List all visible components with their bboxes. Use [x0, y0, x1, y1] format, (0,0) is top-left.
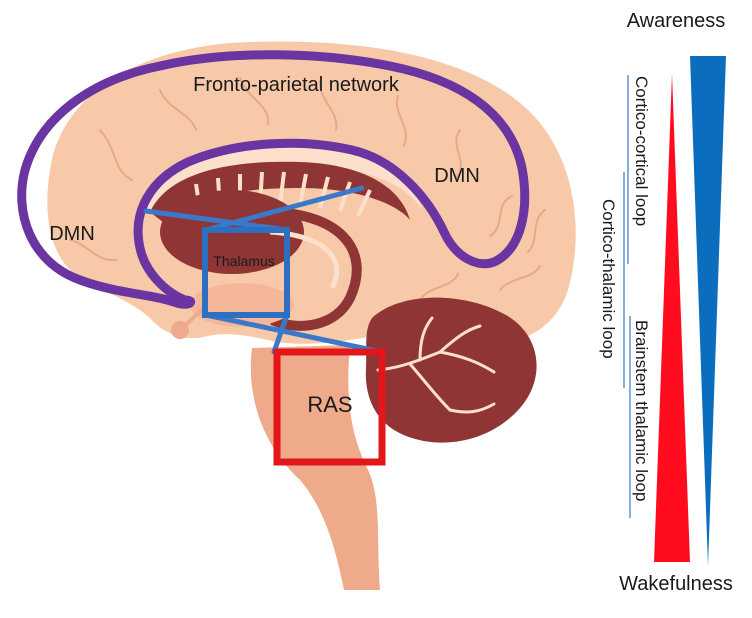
cerebrum	[47, 41, 576, 345]
cerebellum	[365, 297, 537, 443]
awareness-label: Awareness	[627, 10, 726, 32]
wakefulness-label: Wakefulness	[619, 573, 733, 595]
thalamus-box	[202, 227, 290, 318]
connection-ras	[203, 312, 385, 355]
ras-label: RAS	[307, 392, 352, 417]
frontoparietal-label: Fronto-parietal network	[193, 74, 400, 96]
cortico-cortical-label: Cortico-cortical loop	[632, 76, 651, 226]
dmn-front-label: DMN	[49, 223, 95, 245]
arbor-vitae	[376, 316, 496, 414]
wakefulness-wedge	[654, 74, 690, 562]
awareness-wedge	[690, 56, 726, 566]
fornix	[257, 206, 362, 331]
network-outline	[17, 50, 530, 309]
connection-dmn-front	[143, 208, 290, 233]
thalamic-connections	[143, 185, 385, 355]
connection-dmn-back	[203, 185, 365, 233]
corpus-callosum	[150, 161, 410, 226]
ras-box	[273, 348, 386, 466]
cortico-thalamic-label: Cortico-thalamic loop	[599, 199, 618, 359]
consciousness-scale: Awareness Wakefulness Cortico-cortical l…	[599, 10, 733, 595]
thalamus-label: Thalamus	[213, 253, 274, 269]
medial-band	[142, 140, 422, 215]
gyri-lines	[69, 77, 546, 301]
brainstem	[250, 345, 380, 590]
connection-ras-corner	[271, 312, 290, 355]
dmn-back-label: DMN	[434, 165, 480, 187]
brainstem-thalamic-label: Brainstem thalamic loop	[632, 320, 651, 501]
